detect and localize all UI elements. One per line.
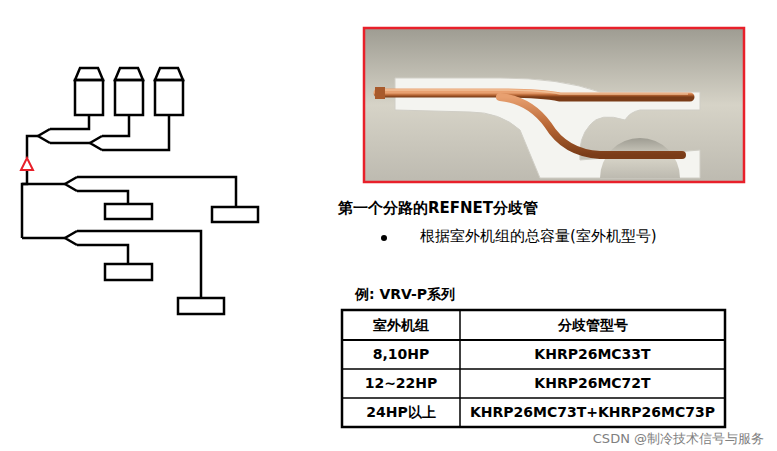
table-cell: KHRP26MC72T	[462, 371, 723, 396]
table-cell: 室外机组	[344, 312, 458, 338]
first-branch-marker	[21, 158, 33, 170]
heading: 第一个分路的REFNET分歧管	[338, 199, 538, 217]
outdoor-unit	[75, 68, 183, 115]
table-cell: 分歧管型号	[462, 312, 723, 338]
indoor-unit	[178, 298, 224, 314]
table-cell: 8,10HP	[344, 342, 458, 367]
table-cell: KHRP26MC73T+KHRP26MC73P	[462, 400, 723, 425]
indoor-unit	[105, 264, 152, 280]
table-cell: 12~22HP	[344, 371, 458, 396]
table-cell: 24HP以上	[344, 400, 458, 425]
bullet	[381, 235, 387, 241]
refnet-photo	[364, 28, 744, 182]
watermark: CSDN @制冷技术信号与服务	[593, 431, 764, 447]
table-grid	[342, 310, 725, 427]
example-label: 例: VRV-P系列	[355, 286, 455, 303]
piping-diagram	[22, 68, 258, 314]
indoor-unit	[212, 207, 258, 222]
indoor-unit	[105, 204, 152, 219]
table-cell: KHRP26MC33T	[462, 342, 723, 367]
bullet-text: 根据室外机组的总容量(室外机型号)	[420, 227, 657, 245]
